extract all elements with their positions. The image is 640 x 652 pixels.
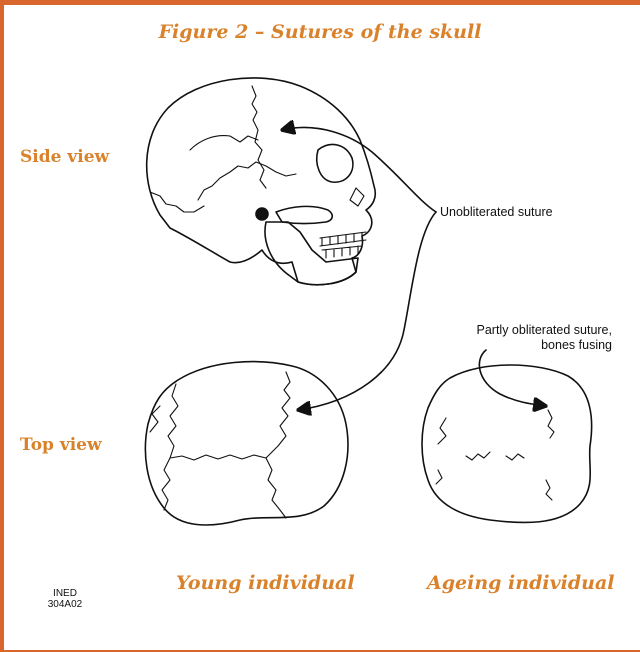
ageing-suture-fragment-mid-1	[466, 452, 490, 460]
top-view-ageing-skull	[422, 365, 592, 523]
young-coronal-suture	[266, 372, 290, 458]
orbit	[317, 144, 353, 182]
ear-canal	[256, 208, 268, 220]
squamous-suture	[198, 162, 296, 200]
ageing-suture-fragment-mid-2	[506, 454, 524, 460]
unobliterated-arrow-side	[282, 127, 436, 212]
young-lambdoid-suture-front	[168, 384, 178, 458]
lambdoid-suture	[150, 192, 204, 212]
top-view-young-skull	[145, 362, 348, 525]
side-view-skull	[147, 78, 376, 285]
ageing-suture-fragment-left	[438, 418, 446, 444]
coronal-suture	[252, 86, 266, 188]
ageing-suture-fragment-lower-left	[436, 470, 442, 484]
young-sagittal-suture	[170, 455, 266, 460]
young-left-edge-suture	[150, 406, 160, 432]
upper-teeth	[320, 232, 366, 246]
zygomatic-arch	[276, 206, 332, 223]
ageing-skull-outline	[422, 365, 592, 523]
parietal-region-line	[190, 136, 258, 150]
unobliterated-arrow-top	[298, 212, 436, 410]
young-lambdoid-suture-back	[162, 458, 170, 510]
ageing-suture-fragment-top	[548, 410, 554, 438]
young-posterior-suture	[266, 458, 286, 518]
partly-obliterated-arrow	[479, 350, 546, 406]
nasal-cavity	[350, 188, 364, 206]
ageing-suture-fragment-bottom	[546, 480, 552, 500]
mandible	[265, 222, 358, 285]
